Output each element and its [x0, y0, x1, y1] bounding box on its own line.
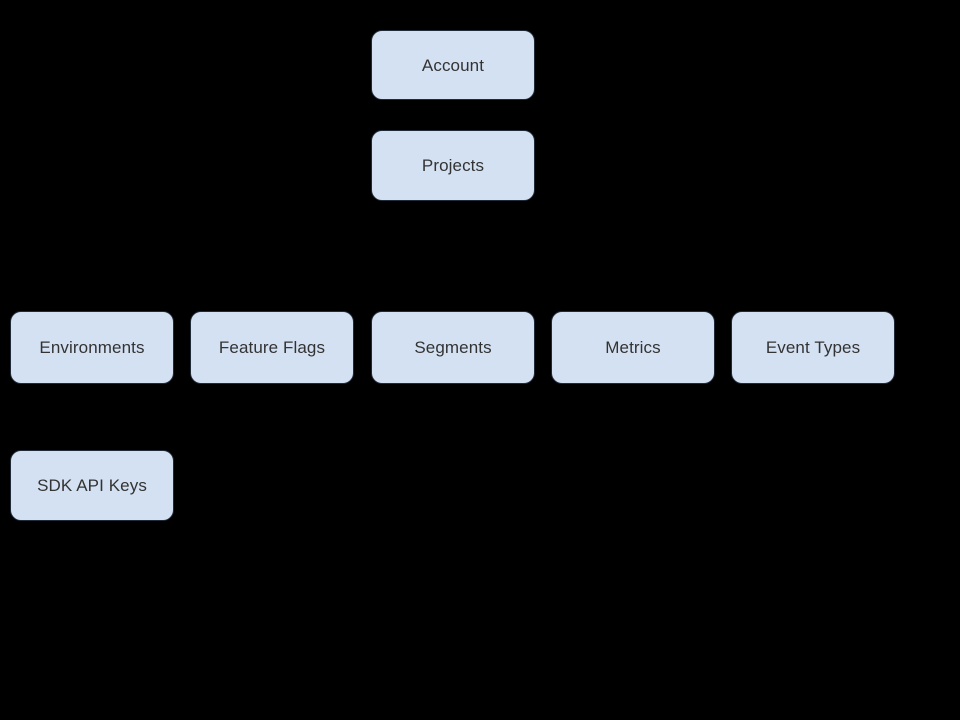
node-label-metrics: Metrics [605, 338, 661, 357]
node-label-environments: Environments [39, 338, 145, 357]
node-projects[interactable]: Projects [371, 130, 535, 201]
node-sdk-api-keys[interactable]: SDK API Keys [10, 450, 174, 521]
node-metrics[interactable]: Metrics [551, 311, 715, 384]
node-feature-flags[interactable]: Feature Flags [190, 311, 354, 384]
node-environments[interactable]: Environments [10, 311, 174, 384]
node-event-types[interactable]: Event Types [731, 311, 895, 384]
node-label-event-types: Event Types [765, 338, 861, 357]
node-account[interactable]: Account [371, 30, 535, 100]
node-label-projects: Projects [421, 156, 485, 175]
node-segments[interactable]: Segments [371, 311, 535, 384]
node-label-account: Account [421, 55, 485, 75]
node-label-segments: Segments [414, 338, 492, 357]
node-label-sdk-api-keys: SDK API Keys [37, 476, 147, 495]
node-label-feature-flags: Feature Flags [218, 338, 326, 357]
